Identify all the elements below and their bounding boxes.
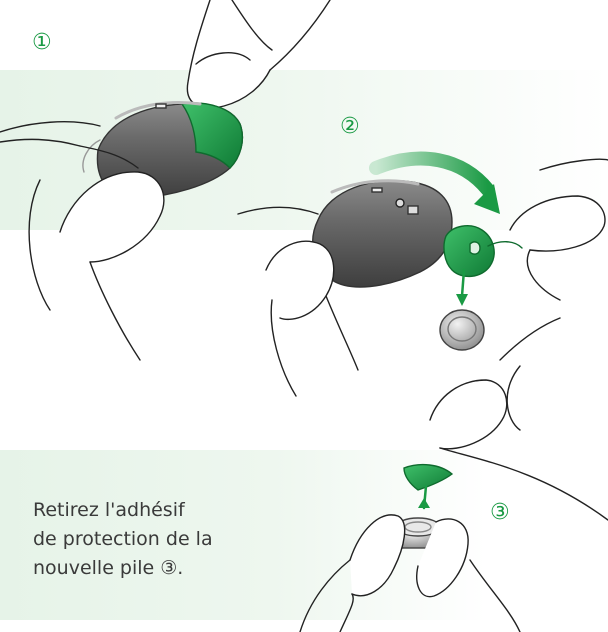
instruction-line-3: nouvelle pile ③. [33, 554, 263, 583]
panel-3 [300, 318, 608, 632]
step-number-2: ② [340, 116, 360, 138]
step-number-1: ① [32, 32, 52, 54]
instruction-line-2: de protection de la [33, 525, 263, 554]
adhesive-tab-icon [404, 465, 452, 490]
panel-2 [238, 159, 608, 396]
battery-door [444, 226, 522, 277]
instruction-text: Retirez l'adhésif de protection de la no… [33, 496, 263, 583]
battery-icon [440, 310, 484, 350]
step-number-3: ③ [490, 502, 510, 524]
finger-icon [187, 0, 330, 108]
instruction-line-1: Retirez l'adhésif [33, 496, 263, 525]
